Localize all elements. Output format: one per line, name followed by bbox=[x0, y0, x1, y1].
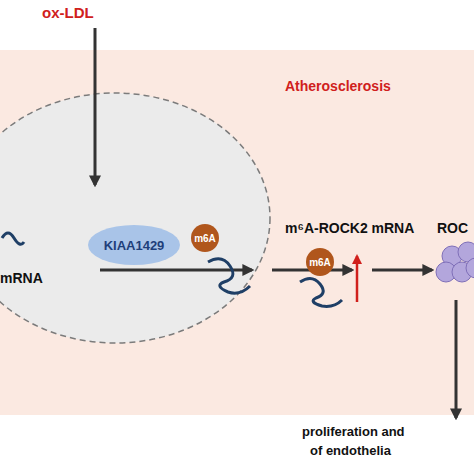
arrow bbox=[100, 269, 252, 272]
outcome-label: proliferation and bbox=[302, 424, 405, 439]
arrow bbox=[372, 269, 432, 272]
m6a-mark: m6A bbox=[191, 224, 219, 252]
molecule-label: mRNA bbox=[0, 270, 43, 286]
node-text: KIAA1429 bbox=[104, 238, 165, 253]
enzyme-ellipse: KIAA1429 bbox=[88, 225, 180, 265]
arrow bbox=[94, 28, 97, 185]
arrow bbox=[455, 300, 458, 418]
outcome-label: of endothelia bbox=[310, 443, 391, 458]
node-text: m6A bbox=[194, 233, 216, 244]
m6a-mark: m6A bbox=[306, 248, 334, 276]
node-text: m6A bbox=[309, 257, 331, 268]
stimulus-label: ox-LDL bbox=[42, 4, 94, 21]
mrna-strand bbox=[2, 233, 24, 244]
protein-label: ROC bbox=[437, 220, 468, 236]
node-text: Atherosclerosis bbox=[285, 78, 391, 94]
molecule-label: m⁶A-ROCK2 mRNA bbox=[285, 220, 414, 236]
increase-arrow bbox=[356, 256, 359, 302]
